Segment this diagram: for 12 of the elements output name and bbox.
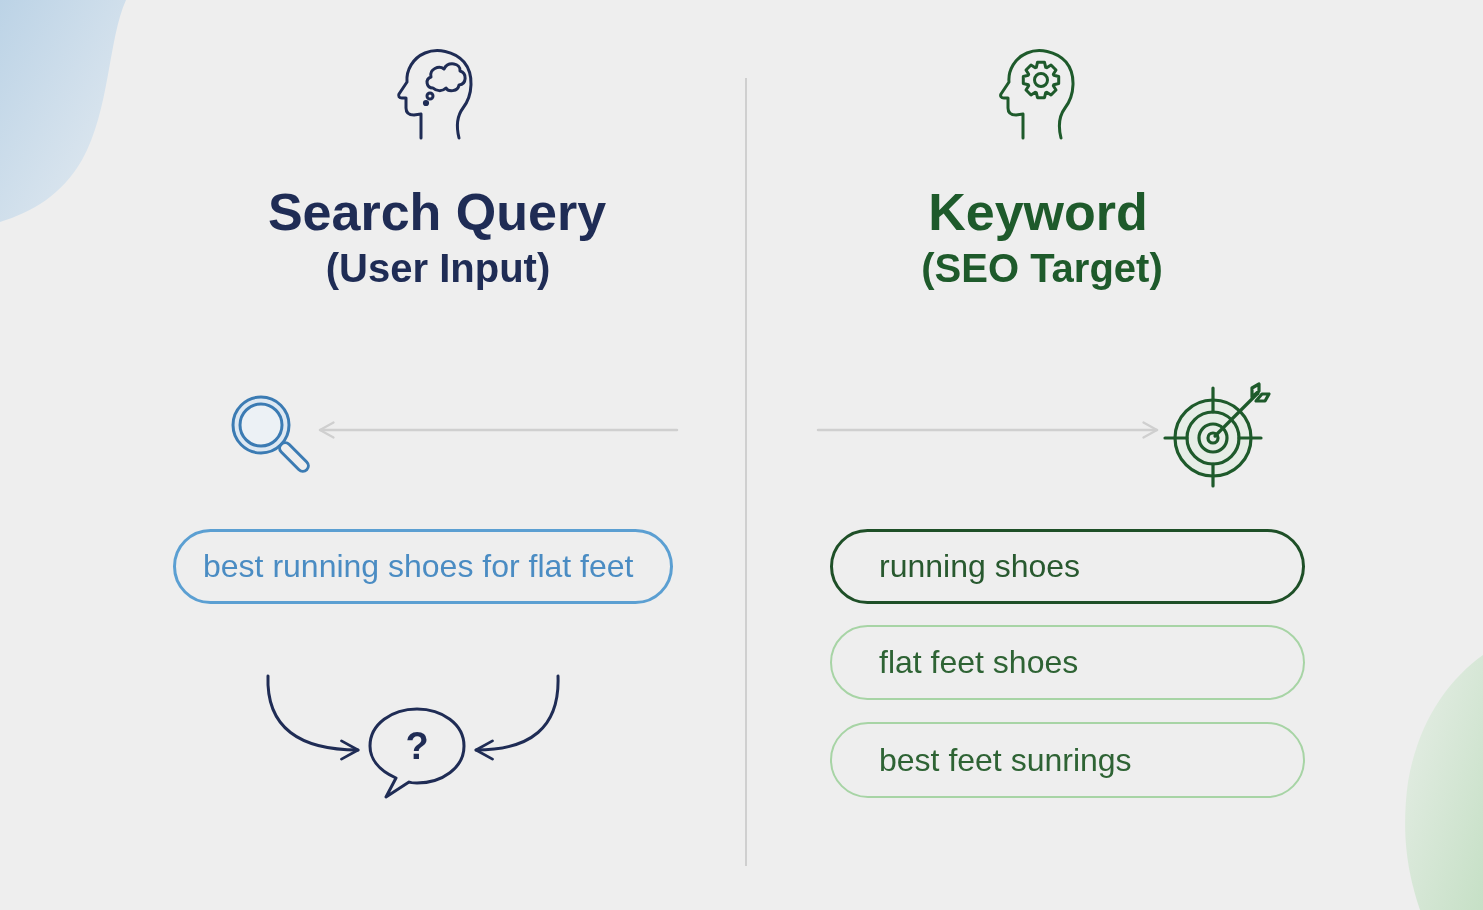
column-subheading: (SEO Target) [921,248,1163,288]
speech-bubble: ? [366,706,468,800]
curved-arrow [474,674,560,760]
arrow [816,421,1159,439]
keyword-pill: running shoes [830,529,1305,604]
keyword-pill: best feet sunrings [830,722,1305,798]
keyword-pill: flat feet shoes [830,625,1305,700]
target-icon [1163,382,1271,488]
query-pill: best running shoes for flat feet [173,529,673,604]
curved-arrow [266,674,360,760]
column-subheading: (User Input) [325,248,551,288]
arrow [318,421,679,439]
